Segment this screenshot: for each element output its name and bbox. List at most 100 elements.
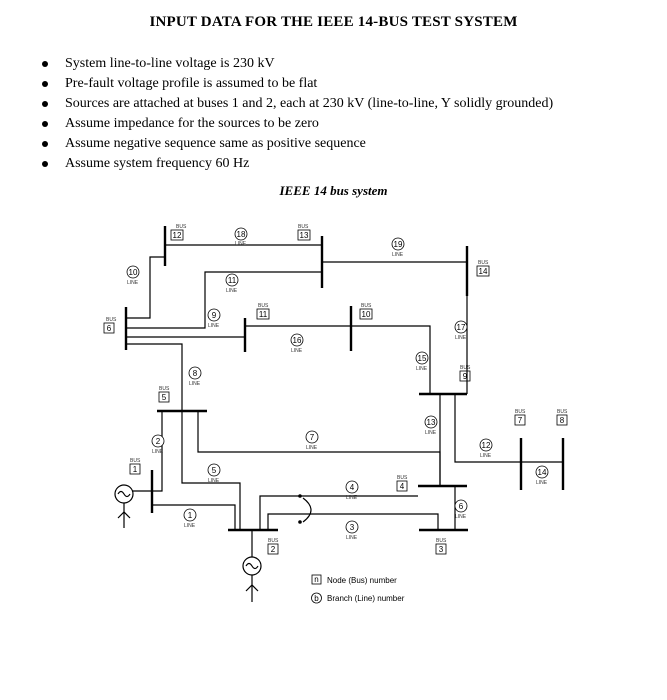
line-3 — [267, 513, 439, 530]
bus-label-11: BUS 11 — [256, 303, 270, 320]
svg-text:19: 19 — [394, 240, 403, 249]
svg-text:6: 6 — [107, 324, 112, 333]
bullet-item: Pre-fault voltage profile is assumed to … — [40, 74, 553, 94]
svg-text:LINE: LINE — [536, 480, 548, 486]
svg-text:BUS: BUS — [258, 303, 269, 309]
bus-label-10: BUS 10 — [359, 303, 373, 320]
svg-text:8: 8 — [560, 416, 565, 425]
line-4 — [259, 495, 418, 530]
diagram-legend: n Node (Bus) number b Branch (Line) numb… — [311, 574, 405, 604]
line-label-13: 13 LINE — [424, 415, 438, 436]
svg-text:BUS: BUS — [361, 303, 372, 309]
svg-text:18: 18 — [237, 230, 246, 239]
svg-text:LINE: LINE — [291, 348, 303, 354]
bus-label-3: BUS 3 — [435, 538, 447, 555]
svg-text:LINE: LINE — [184, 523, 196, 529]
svg-text:5: 5 — [162, 393, 167, 402]
svg-text:1: 1 — [133, 465, 138, 474]
svg-text:2: 2 — [271, 545, 276, 554]
svg-text:6: 6 — [459, 502, 464, 511]
branch-lines — [114, 226, 565, 602]
svg-text:7: 7 — [518, 416, 523, 425]
svg-text:LINE: LINE — [392, 252, 404, 258]
line-11 — [126, 271, 322, 329]
svg-text:8: 8 — [193, 369, 198, 378]
svg-text:1: 1 — [188, 511, 193, 520]
bullet-item: Assume system frequency 60 Hz — [40, 154, 553, 174]
svg-text:17: 17 — [457, 323, 466, 332]
figure-title: IEEE 14 bus system — [279, 183, 388, 198]
bus-label-7: BUS 7 — [514, 409, 526, 426]
line-label-18: 18 LINE — [234, 227, 248, 247]
svg-text:3: 3 — [350, 523, 355, 532]
line-label-7: 7 LINE — [305, 430, 319, 451]
bus-label-2: BUS 2 — [267, 538, 279, 555]
svg-text:LINE: LINE — [455, 335, 467, 341]
svg-text:BUS: BUS — [298, 224, 309, 230]
svg-text:LINE: LINE — [306, 445, 318, 451]
svg-text:5: 5 — [212, 466, 217, 475]
svg-text:BUS: BUS — [106, 317, 117, 323]
line-label-11: 11 LINE — [225, 273, 239, 294]
line-8 — [126, 343, 183, 411]
svg-text:2: 2 — [156, 437, 161, 446]
line-15 — [351, 325, 431, 394]
legend-node-symbol — [311, 574, 322, 585]
svg-text:LINE: LINE — [152, 449, 164, 455]
svg-text:LINE: LINE — [235, 241, 247, 247]
bus-label-4: BUS 4 — [396, 475, 408, 492]
svg-text:BUS: BUS — [176, 224, 187, 230]
bus-label-12: BUS 12 — [170, 224, 187, 241]
svg-text:11: 11 — [259, 310, 268, 319]
legend-branch-symbol — [311, 592, 322, 604]
svg-text:LINE: LINE — [480, 453, 492, 459]
line-label-14: 14 LINE — [535, 465, 549, 486]
svg-text:BUS: BUS — [478, 260, 489, 266]
line-10 — [126, 256, 165, 319]
svg-text:3: 3 — [439, 545, 444, 554]
bus-label-14: BUS 14 — [476, 260, 490, 277]
svg-text:LINE: LINE — [189, 381, 201, 387]
svg-text:LINE: LINE — [226, 288, 238, 294]
svg-text:13: 13 — [427, 418, 436, 427]
line-label-12: 12 LINE — [479, 438, 493, 459]
line-1 — [152, 504, 236, 530]
svg-text:BUS: BUS — [436, 538, 447, 544]
svg-text:10: 10 — [129, 268, 138, 277]
assumptions-list: System line-to-line voltage is 230 kV Pr… — [40, 54, 553, 174]
line-label-2: 2 LINE — [151, 434, 165, 455]
bus-label-8: BUS 8 — [556, 409, 568, 426]
line-labels: 18 LINE 19 LINE 10 LINE 11 LINE 9 LINE 1… — [126, 227, 549, 541]
line-label-19: 19 LINE — [391, 237, 405, 258]
svg-text:BUS: BUS — [268, 538, 279, 544]
svg-text:14: 14 — [538, 468, 547, 477]
svg-text:LINE: LINE — [127, 280, 139, 286]
bus-label-9: BUS 9 — [459, 365, 471, 382]
svg-text:LINE: LINE — [208, 323, 220, 329]
line-label-6: 6 LINE — [454, 499, 468, 520]
svg-text:BUS: BUS — [460, 365, 471, 371]
svg-text:12: 12 — [482, 441, 491, 450]
arrow-dot — [298, 520, 302, 524]
legend-node-letter: n — [314, 575, 318, 584]
svg-text:LINE: LINE — [455, 514, 467, 520]
bullet-item: Sources are attached at buses 1 and 2, e… — [40, 94, 553, 114]
source-1-wave — [117, 490, 131, 498]
bus-label-6: BUS 6 — [103, 317, 117, 334]
svg-text:LINE: LINE — [425, 430, 437, 436]
svg-text:11: 11 — [228, 276, 237, 285]
svg-text:13: 13 — [300, 231, 309, 240]
svg-text:10: 10 — [362, 310, 371, 319]
line-label-15: 15 LINE — [415, 351, 429, 372]
source-2-wave — [245, 562, 259, 570]
svg-text:16: 16 — [293, 336, 302, 345]
svg-text:LINE: LINE — [346, 535, 358, 541]
svg-text:BUS: BUS — [130, 458, 141, 464]
line-label-17: 17 LINE — [454, 320, 468, 341]
line-label-1: 1 LINE — [183, 508, 197, 529]
line-label-9: 9 LINE — [207, 308, 221, 329]
bullet-item: Assume negative sequence same as positiv… — [40, 134, 553, 154]
svg-text:LINE: LINE — [346, 495, 358, 501]
svg-text:9: 9 — [212, 311, 217, 320]
